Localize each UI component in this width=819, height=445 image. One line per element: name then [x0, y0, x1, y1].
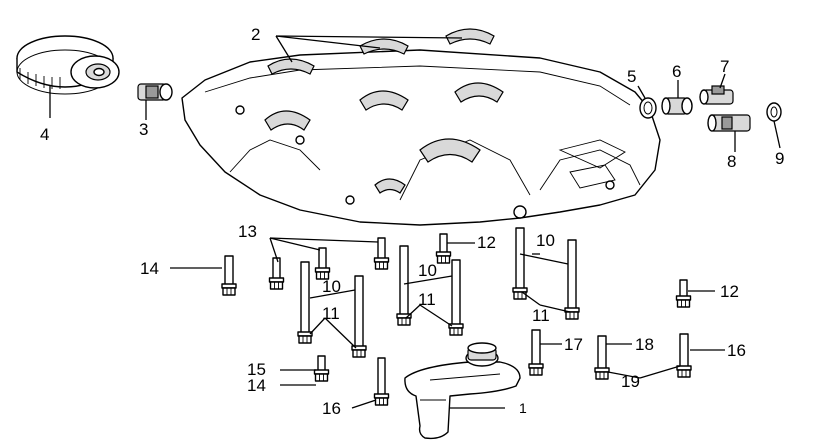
long-bolt-e: [512, 227, 528, 300]
oil-filter: [16, 35, 120, 95]
callout-10-left: 10: [322, 277, 341, 296]
callout-8: 8: [727, 152, 737, 171]
callout-3: 3: [139, 120, 149, 139]
bolt-13-a: [268, 257, 285, 290]
bolt-16-right: [676, 333, 692, 378]
bolt-16-left: [373, 357, 390, 406]
o-ring: [639, 97, 657, 119]
sealing-washer: [766, 102, 782, 122]
callout-2: 2: [251, 25, 261, 44]
callout-16-right: 16: [727, 341, 746, 360]
callout-6: 6: [672, 62, 682, 81]
callout-1: 1: [519, 400, 527, 416]
crankcase: [181, 49, 661, 226]
bolt-18: [594, 335, 610, 380]
callout-13: 13: [238, 222, 257, 241]
callout-14-lower: 14: [247, 376, 266, 395]
bolt-12-center: [435, 233, 452, 264]
callout-11-middle: 11: [418, 290, 436, 309]
bolt-15: [313, 355, 330, 382]
callout-11-right: 11: [532, 306, 550, 325]
long-bolt-d: [448, 259, 464, 336]
callout-18: 18: [635, 335, 654, 354]
callout-5: 5: [627, 67, 637, 86]
bolt-14-upper: [221, 255, 237, 296]
callout-7: 7: [720, 57, 730, 76]
callout-19: 19: [621, 372, 640, 391]
callout-17: 17: [564, 335, 583, 354]
sensor-plug: [699, 85, 734, 105]
callout-12-center: 12: [477, 233, 496, 252]
callout-10-middle: 10: [418, 261, 437, 280]
long-bolt-f: [564, 239, 580, 320]
long-bolt-c: [396, 245, 412, 326]
filter-union-bolt: [137, 83, 173, 101]
callout-9: 9: [775, 149, 785, 168]
bearing-shell-left: [267, 58, 315, 75]
long-bolt-b: [351, 275, 367, 358]
bolt-13-c: [373, 237, 390, 270]
bearing-shell-right: [445, 28, 495, 45]
callout-4: 4: [40, 125, 50, 144]
callout-15: 15: [247, 360, 266, 379]
oil-pressure-switch: [661, 97, 693, 115]
bolt-12-right: [675, 279, 692, 308]
drain-plug: [707, 114, 751, 132]
callout-11-left: 11: [322, 304, 340, 323]
callout-10-right: 10: [536, 231, 555, 250]
bolt-13-b: [314, 247, 331, 280]
callout-12-right: 12: [720, 282, 739, 301]
bearing-shell-middle: [359, 38, 409, 55]
bolt-17: [528, 329, 544, 376]
callout-16-left: 16: [322, 399, 341, 418]
oil-strainer: [404, 342, 521, 440]
long-bolt-a: [297, 261, 313, 344]
callout-14-upper: 14: [140, 259, 159, 278]
